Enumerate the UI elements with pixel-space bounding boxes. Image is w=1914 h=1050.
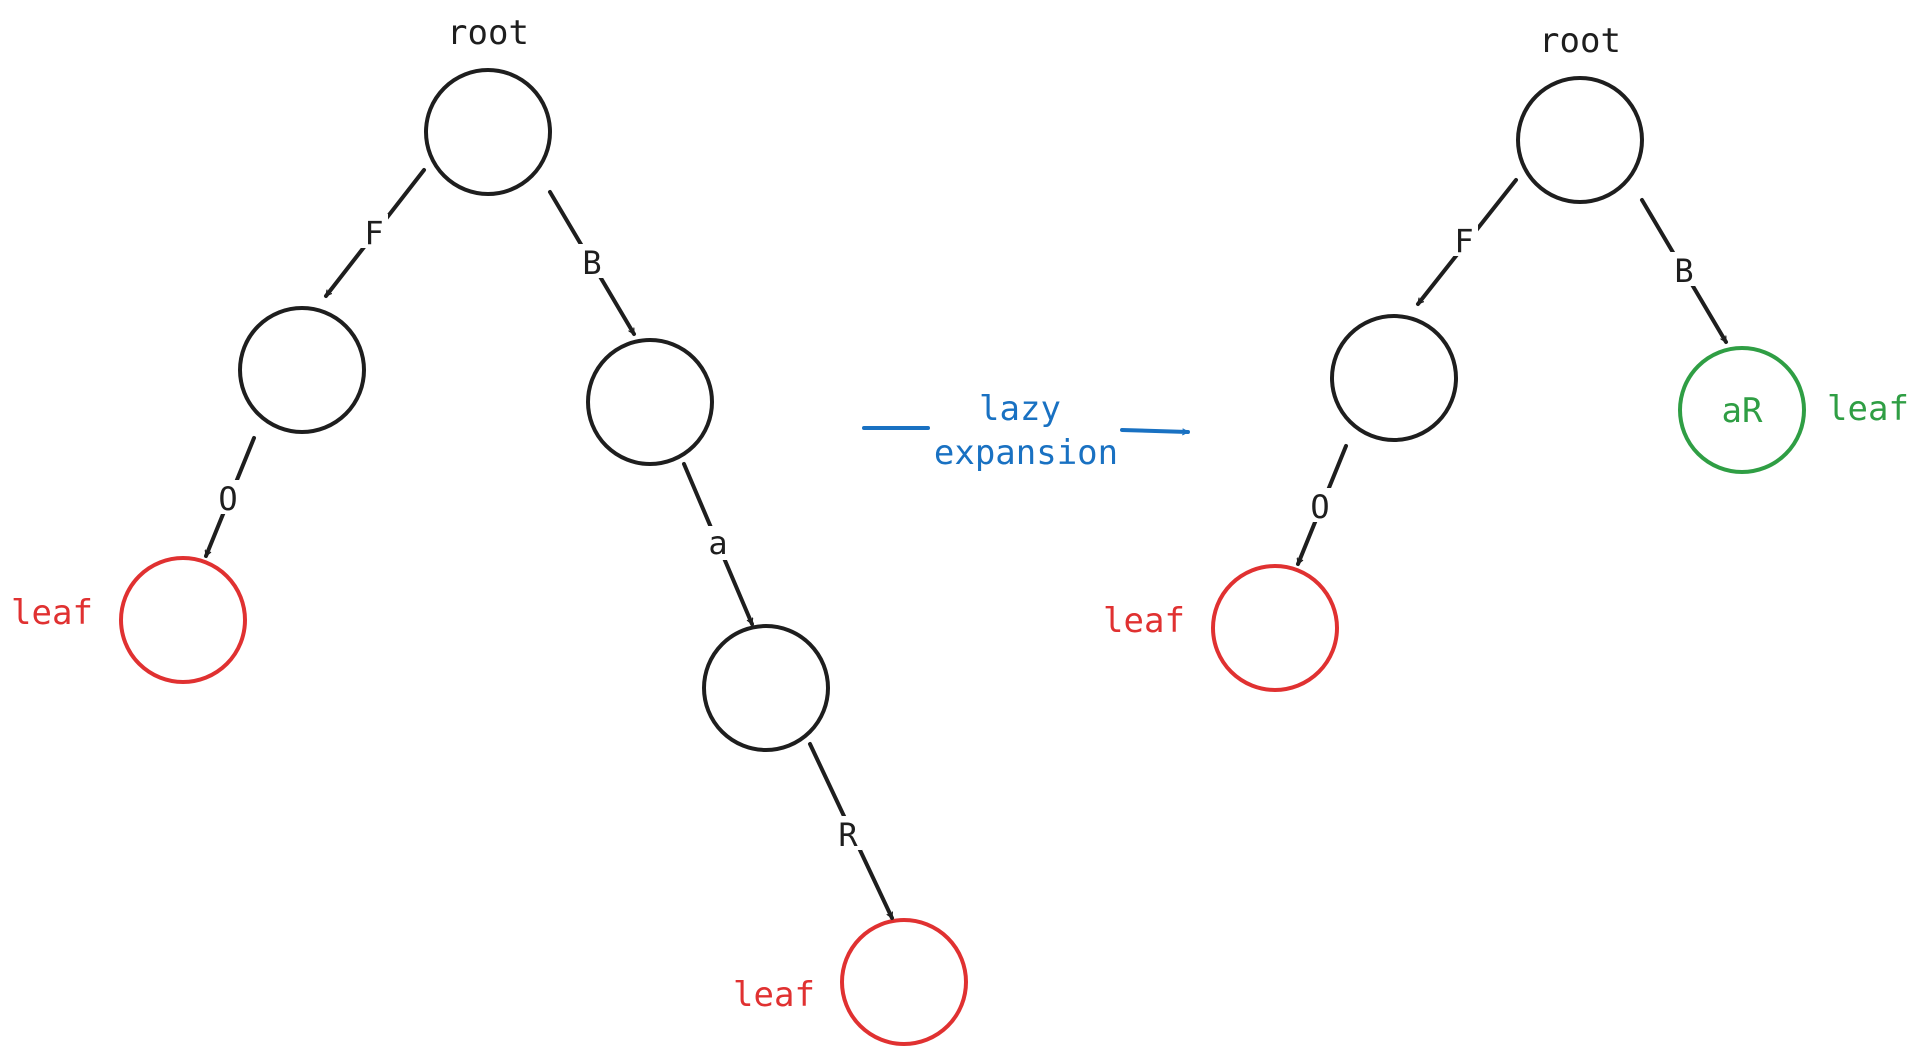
transition-label-line2: expansion <box>934 433 1118 473</box>
left-node-F <box>238 306 366 434</box>
left-trie: root F B O a R leaf leaf <box>11 13 968 1046</box>
left-root-label: root <box>447 13 529 53</box>
right-compressed-leaf-node <box>1678 346 1806 474</box>
transition-label-line1: lazy <box>979 389 1061 429</box>
right-root-label: root <box>1539 21 1621 61</box>
right-node-F <box>1330 314 1458 442</box>
left-edge-O-label: O <box>218 480 237 518</box>
lazy-expansion-arrow: lazy expansion <box>862 389 1190 473</box>
right-edge-B-label: B <box>1674 252 1693 290</box>
transition-line-right <box>1120 428 1190 436</box>
right-compressed-leaf-label: leaf <box>1827 389 1909 429</box>
left-leaf-R <box>840 918 968 1046</box>
left-edge-F-label: F <box>364 214 383 252</box>
left-edge-B-label: B <box>582 244 601 282</box>
left-node-B <box>586 338 714 466</box>
right-edge-F-label: F <box>1454 222 1473 260</box>
left-root-node <box>424 68 552 196</box>
left-edge-R-label: R <box>838 816 858 854</box>
left-leaf-O <box>119 556 247 684</box>
left-edge-a-label: a <box>708 524 727 562</box>
right-compressed-node-text: aR <box>1722 391 1763 431</box>
right-edge-O-label: O <box>1310 488 1329 526</box>
right-leaf-O <box>1211 564 1339 692</box>
left-leaf-R-label: leaf <box>733 975 815 1015</box>
right-trie: root F B O leaf aR leaf <box>1103 21 1909 692</box>
left-leaf-O-label: leaf <box>11 593 93 633</box>
right-leaf-O-label: leaf <box>1103 601 1185 641</box>
right-root-node <box>1516 76 1644 204</box>
left-node-Ba <box>702 624 830 752</box>
